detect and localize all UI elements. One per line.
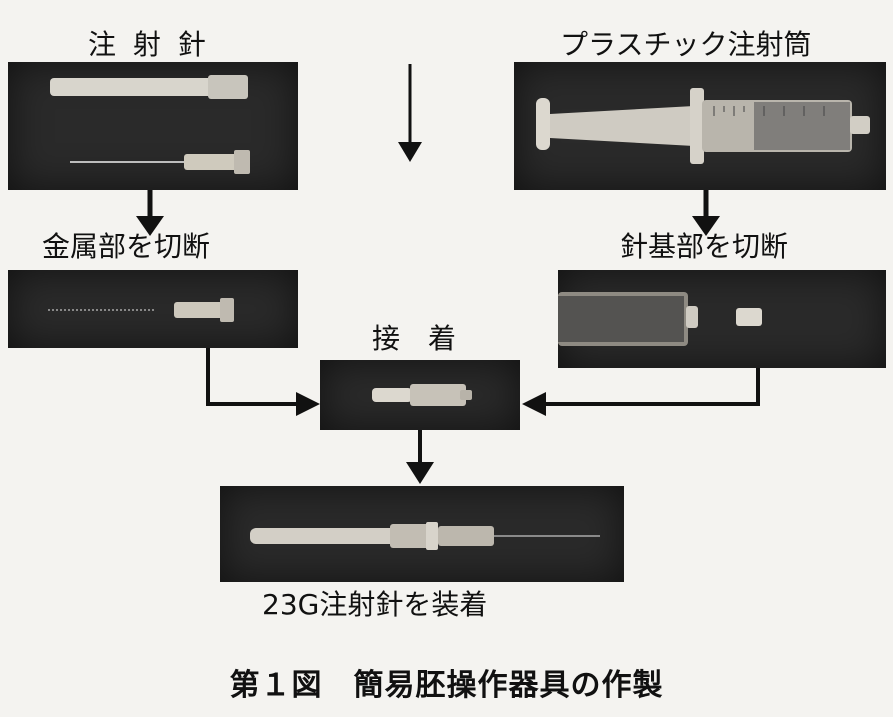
final-illustration <box>250 522 600 550</box>
needle-illustration <box>50 75 250 174</box>
final-hub-ring <box>426 522 438 550</box>
final-photo <box>220 486 624 582</box>
bonded-tip <box>460 390 472 400</box>
cut-hub-photo <box>558 270 886 368</box>
bonded-illustration <box>372 384 472 406</box>
needle-hub <box>184 154 244 170</box>
figure-caption: 第１図 簡易胚操作器具の作製 <box>229 668 664 703</box>
arrow-right-to-bond-head <box>522 392 546 416</box>
arrow-left-to-bond <box>206 348 300 406</box>
needle-photo <box>8 62 298 190</box>
attach-label: 23G注射針を装着 <box>262 588 488 621</box>
cut-metal-label: 金属部を切断 <box>42 230 211 263</box>
plunger-rod <box>550 106 694 146</box>
cut-hub-illustration <box>558 292 762 346</box>
final-connector <box>438 526 494 546</box>
needle-cap-end <box>208 75 248 99</box>
bond-label: 接 着 <box>372 322 457 355</box>
arrow-bond-down-head <box>406 462 434 484</box>
barrel-flange <box>690 88 704 164</box>
arrow-top-center-head <box>398 142 422 162</box>
needle-cap <box>50 78 240 96</box>
bonded-hub <box>372 388 412 402</box>
plunger-thumb <box>536 98 550 150</box>
cut-hub-piece <box>736 308 762 326</box>
arrow-syringe-down-head <box>692 216 720 236</box>
cut-metal-illustration <box>48 298 234 322</box>
syringe-label: プラスチック注射筒 <box>560 28 812 61</box>
bonded-base <box>410 384 466 406</box>
final-cap <box>250 528 400 544</box>
cut-barrel-stub <box>686 306 698 328</box>
cut-needle-hub-end <box>220 298 234 322</box>
needle-hub-end <box>234 150 250 174</box>
bonded-photo <box>320 360 520 430</box>
cut-needle-hub <box>174 302 224 318</box>
arrow-needle-down-head <box>136 216 164 236</box>
syringe-photo <box>514 62 886 190</box>
syringe-tip <box>850 116 870 134</box>
barrel-scale <box>713 106 825 116</box>
syringe-illustration <box>536 88 870 164</box>
arrow-left-to-bond-head <box>296 392 320 416</box>
final-hub <box>390 524 430 548</box>
cut-metal-photo <box>8 270 298 348</box>
cut-hub-label: 針基部を切断 <box>620 230 789 263</box>
cut-barrel-dark <box>558 296 684 342</box>
arrow-right-to-bond <box>544 368 760 406</box>
needle-label: 注 射 針 <box>88 28 210 61</box>
barrel-dark-section <box>754 102 850 150</box>
